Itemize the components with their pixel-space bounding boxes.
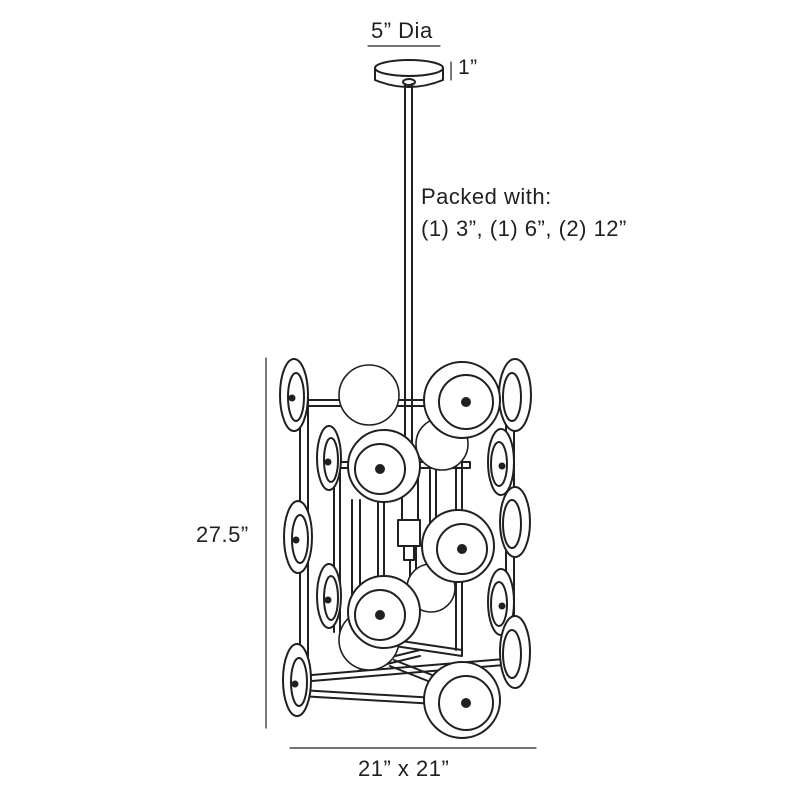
stem-rod	[404, 83, 413, 471]
front-disc	[423, 361, 501, 439]
side-disc	[498, 358, 532, 432]
packed-rods-label: (1) 3”, (1) 6”, (2) 12”	[421, 216, 627, 241]
canopy-height-label: 1”	[458, 56, 478, 79]
side-disc	[487, 568, 515, 636]
packed-with-label: Packed with:	[421, 184, 552, 209]
overall-width-label: 21” x 21”	[358, 756, 450, 781]
front-discs	[347, 361, 501, 739]
overall-height-label: 27.5”	[196, 522, 249, 547]
side-disc	[282, 643, 312, 717]
side-disc	[279, 358, 309, 432]
side-disc	[283, 500, 313, 574]
canopy	[374, 59, 444, 88]
dimension-lines	[265, 45, 537, 749]
side-disc	[316, 563, 342, 629]
side-disc	[499, 486, 531, 558]
side-discs	[279, 358, 532, 717]
side-disc	[487, 428, 515, 496]
front-disc	[421, 509, 495, 583]
front-disc	[347, 429, 421, 503]
side-disc	[499, 615, 531, 689]
front-disc	[347, 575, 421, 649]
front-disc	[423, 661, 501, 739]
canopy-diameter-label: 5” Dia	[371, 18, 433, 43]
side-disc	[316, 425, 342, 491]
